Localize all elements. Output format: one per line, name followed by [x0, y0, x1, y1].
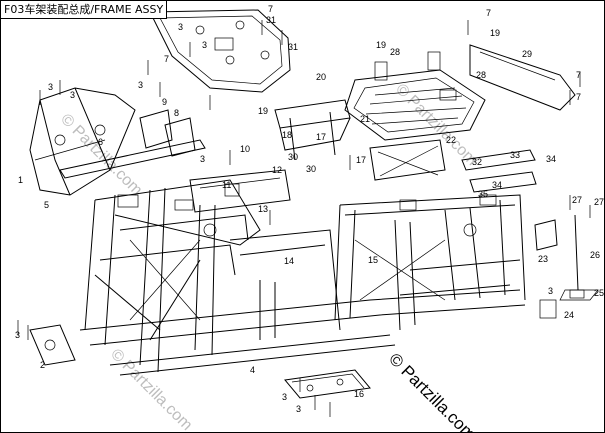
callout-5: 5 [44, 200, 49, 210]
callout-18: 18 [282, 130, 292, 140]
callout-19-c: 19 [490, 28, 500, 38]
callout-17-a: 17 [316, 132, 326, 142]
front-bumper [29, 87, 136, 196]
watermark-center: © Partzilla.com [392, 81, 480, 169]
callout-32: 32 [472, 157, 482, 167]
rear-brackets [461, 149, 537, 193]
callout-20: 20 [316, 72, 326, 82]
callout-8: 8 [174, 108, 179, 118]
watermark-bottom: © Partzilla.com [107, 346, 195, 433]
rear-rack [344, 44, 576, 141]
callout-23: 23 [538, 254, 548, 264]
callout-1: 1 [18, 175, 23, 185]
callout-3-e: 3 [202, 40, 207, 50]
right-side-parts [534, 214, 599, 319]
callout-7-c: 7 [576, 70, 581, 80]
callout-27-b: 27 [594, 197, 604, 207]
callout-3-d: 3 [178, 22, 183, 32]
callout-30-b: 30 [306, 164, 316, 174]
callout-6: 6 [98, 137, 103, 147]
callout-30-a: 30 [288, 152, 298, 162]
callout-7-a: 7 [268, 4, 273, 14]
front-bracket [139, 109, 196, 157]
callout-3-j: 3 [15, 330, 20, 340]
callout-3-h: 3 [548, 286, 553, 296]
callout-3-i: 3 [200, 154, 205, 164]
callout-14: 14 [284, 256, 294, 266]
callout-33: 33 [510, 150, 520, 160]
callout-17-b: 17 [356, 155, 366, 165]
callout-3-g: 3 [296, 404, 301, 414]
callout-24: 24 [564, 310, 574, 320]
callout-7-d: 7 [576, 92, 581, 102]
callout-15: 15 [368, 255, 378, 265]
callout-3-c: 3 [138, 80, 143, 90]
callout-4: 4 [250, 365, 255, 375]
top-skid-plate [149, 9, 291, 93]
page-title: F03车架装配总成/FRAME ASSY [1, 1, 168, 19]
callout-31-b: 31 [288, 42, 298, 52]
skid-plate [284, 369, 371, 399]
callout-34-a: 34 [546, 154, 556, 164]
battery-plate [369, 139, 446, 181]
callout-16: 16 [354, 389, 364, 399]
front-lower-mount [29, 324, 76, 366]
callout-7-e: 7 [164, 54, 169, 64]
partzilla-brand: © Partzilla.com [385, 349, 479, 433]
callout-3-a: 3 [48, 82, 53, 92]
main-frame [79, 179, 526, 376]
callout-34-b: 34 [492, 180, 502, 190]
callout-21: 21 [360, 114, 370, 124]
callout-28-a: 28 [390, 47, 400, 57]
callout-11: 11 [222, 180, 231, 190]
callout-12: 12 [272, 165, 282, 175]
callout-19-a: 19 [258, 106, 268, 116]
callout-2: 2 [40, 360, 45, 370]
callout-labels: 1 2 3 3 3 3 3 3 3 3 3 3 4 5 6 7 7 7 7 7 … [15, 4, 604, 414]
callout-13: 13 [258, 204, 268, 214]
callout-28-b: 28 [476, 70, 486, 80]
callout-31-a: 31 [266, 15, 276, 25]
seat-support [274, 99, 351, 161]
bolts [17, 20, 591, 417]
callout-7-b: 7 [486, 8, 491, 18]
callout-25: 25 [594, 288, 604, 298]
callout-35: 35 [478, 189, 488, 199]
callout-19-b: 19 [376, 40, 386, 50]
callout-29: 29 [522, 49, 532, 59]
callout-22: 22 [446, 135, 456, 145]
callout-3-f: 3 [282, 392, 287, 402]
callout-26: 26 [590, 250, 600, 260]
callout-27-a: 27 [572, 195, 582, 205]
callout-10: 10 [240, 144, 250, 154]
callout-9: 9 [162, 97, 167, 107]
callout-3-b: 3 [70, 90, 75, 100]
